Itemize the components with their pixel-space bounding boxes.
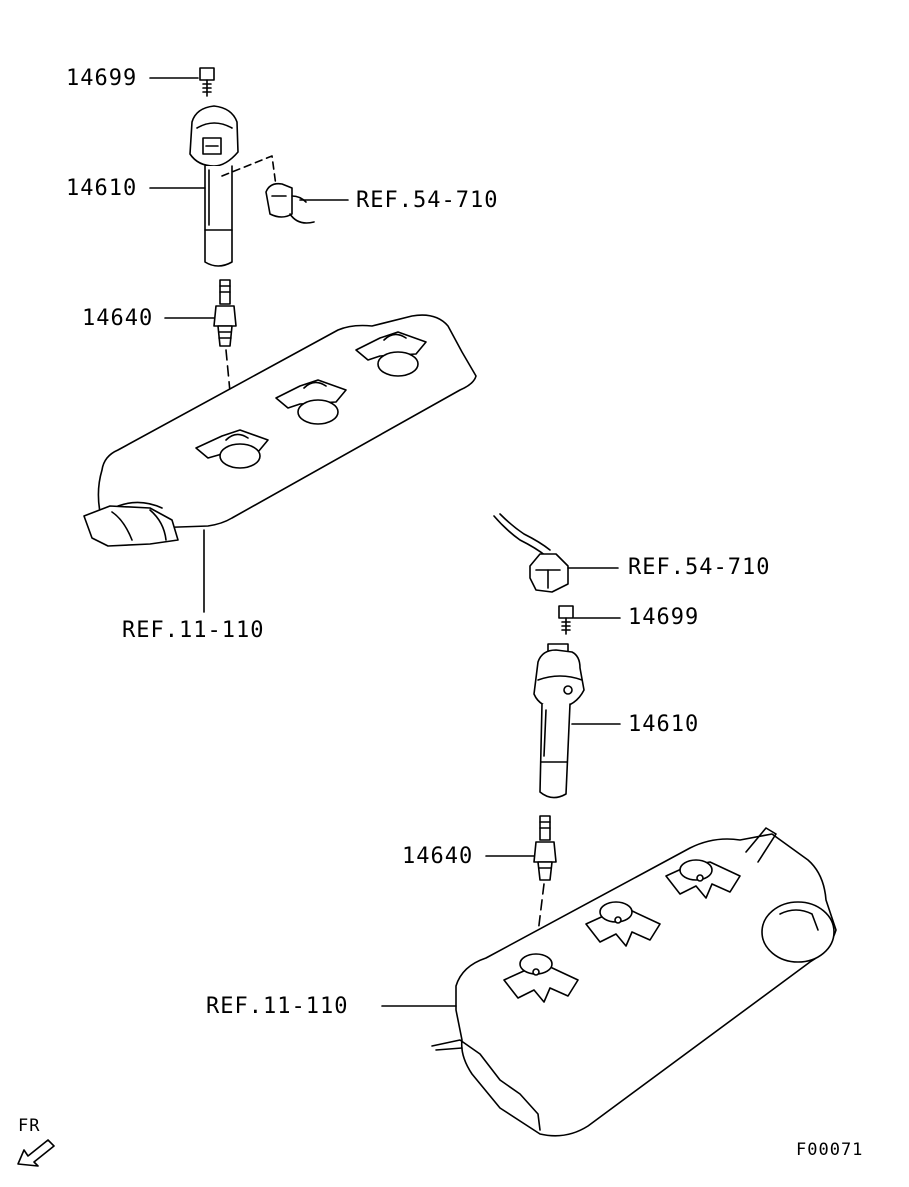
upper-coil-connector-link	[222, 156, 276, 186]
lower-connector	[494, 514, 568, 592]
upper-rocker-cover	[84, 315, 476, 546]
front-direction-arrow-icon	[18, 1140, 54, 1166]
lower-ignition-coil	[534, 644, 584, 798]
label-lower-coil: 14610	[628, 712, 700, 737]
upper-ignition-coil	[190, 106, 238, 266]
label-lower-cover-ref: REF.11-110	[206, 994, 349, 1019]
upper-bolt	[200, 68, 214, 96]
upper-spark-plug	[214, 280, 236, 346]
label-upper-coil: 14610	[66, 176, 138, 201]
label-upper-bolt: 14699	[66, 66, 138, 91]
upper-connector	[266, 184, 314, 223]
label-upper-cover-ref: REF.11-110	[122, 618, 265, 643]
label-front-indicator: FR	[18, 1116, 41, 1136]
lower-spark-plug	[534, 816, 556, 880]
label-figure-code: F00071	[796, 1140, 864, 1160]
label-lower-bolt: 14699	[628, 605, 700, 630]
label-lower-plug: 14640	[402, 844, 474, 869]
label-upper-connector-ref: REF.54-710	[356, 188, 499, 213]
label-upper-plug: 14640	[82, 306, 154, 331]
label-lower-connector-ref: REF.54-710	[628, 555, 771, 580]
lower-bolt	[559, 606, 573, 634]
lower-rocker-cover	[432, 828, 836, 1136]
